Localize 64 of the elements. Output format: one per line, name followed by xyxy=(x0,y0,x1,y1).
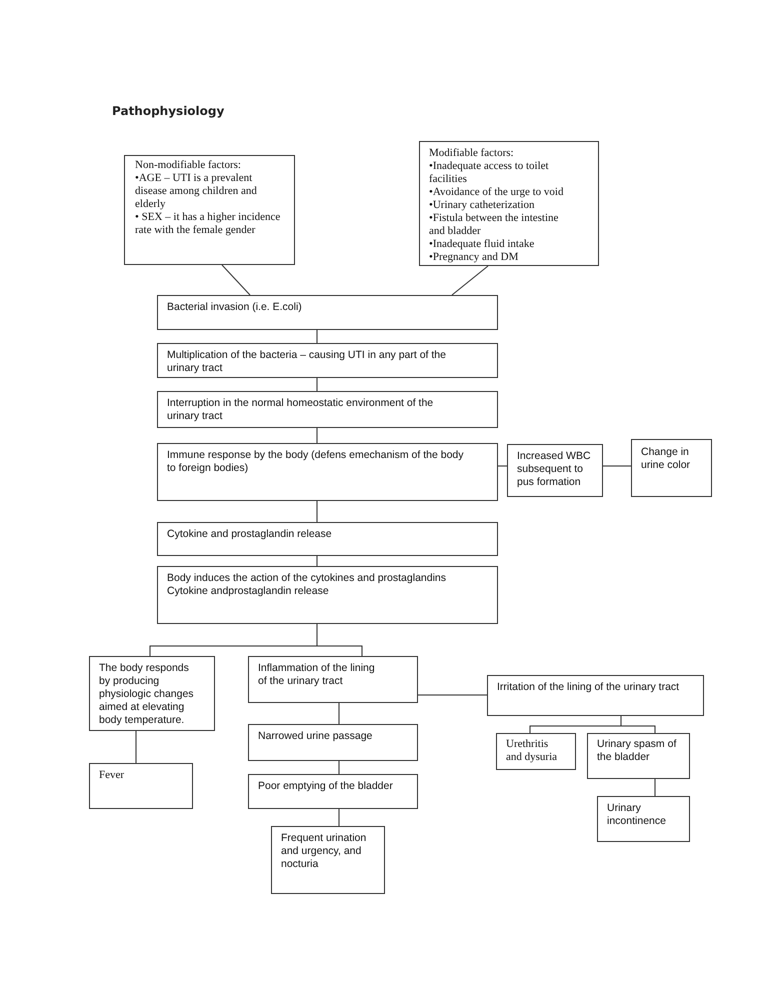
box-text: Inflammation of the lining of the urinary tract xyxy=(258,662,376,688)
list-item: •Inadequate access to toilet facilities xyxy=(429,160,550,186)
box-text: Multiplication of the bacteria – causing UTI in any part of the urinary tract xyxy=(167,349,447,375)
process-box xyxy=(157,443,498,501)
box-text: Cytokine and prostaglandin release xyxy=(167,528,333,541)
list-item: •AGE – UTI is a prevalent disease among children and elderly xyxy=(135,172,258,211)
connector-line xyxy=(316,556,318,566)
connector-line xyxy=(338,760,340,774)
process-box xyxy=(124,155,295,265)
connector-line xyxy=(316,330,318,344)
connector-line xyxy=(452,266,488,296)
process-box xyxy=(248,656,418,703)
box-text: Narrowed urine passage xyxy=(258,730,374,743)
list-item: •Urinary catheterization xyxy=(429,199,536,212)
box-heading: Modifiable factors: xyxy=(429,147,515,160)
process-box xyxy=(157,522,498,556)
list-item: • SEX – it has a higher incidence rate with the female gender xyxy=(135,211,282,237)
box-text: Interruption in the normal homeostatic environment of the urinary tract xyxy=(167,397,434,423)
process-box xyxy=(157,343,498,378)
diagram-title: Pathophysiology xyxy=(112,104,224,118)
box-text: Bacterial invasion (i.e. E.coli) xyxy=(167,301,303,314)
box-text: Body induces the action of the cytokines and prostaglandins xyxy=(167,572,448,585)
connector-line xyxy=(316,624,362,656)
connector-line xyxy=(316,378,318,392)
connector-line xyxy=(316,428,318,444)
list-item: •Pregnancy and DM xyxy=(429,251,520,264)
process-box xyxy=(487,675,704,716)
box-text: Urethritis and dysuria xyxy=(506,738,558,764)
list-item: •Fistula between the intestine and bladder xyxy=(429,212,560,238)
box-text: Urinary spasm of the bladder xyxy=(597,738,678,764)
process-box xyxy=(89,763,193,809)
box-text: The body responds by producing physiologic changes aimed at elevating body temperature. xyxy=(99,662,195,727)
connector-line xyxy=(620,716,656,734)
box-text: Fever xyxy=(99,769,126,782)
connector-line xyxy=(338,702,340,724)
process-box xyxy=(587,733,690,779)
process-box xyxy=(248,774,418,809)
process-box xyxy=(157,391,498,428)
connector-line xyxy=(316,500,318,522)
connector-line xyxy=(654,778,656,796)
list-item: •Avoidance of the urge to void xyxy=(429,186,564,199)
box-text: Change in urine color xyxy=(641,446,692,472)
box-text: Frequent urination and urgency, and nocturia xyxy=(281,832,368,871)
process-box xyxy=(157,295,498,330)
box-text: Immune response by the body (defens emechanism of the body to foreign bodies) xyxy=(167,449,465,475)
box-text: Poor emptying of the bladder xyxy=(258,780,394,793)
process-box xyxy=(89,656,215,731)
process-box xyxy=(248,724,418,761)
connector-line xyxy=(222,264,250,296)
process-box xyxy=(157,566,498,624)
list-item: •Inadequate fluid intake xyxy=(429,238,536,251)
process-box xyxy=(496,733,576,770)
box-text: Urinary incontinence xyxy=(607,802,667,828)
process-box xyxy=(597,796,690,842)
connector-line xyxy=(418,694,488,696)
process-box xyxy=(419,141,599,266)
process-box xyxy=(271,826,385,894)
box-text: Cytokine andprostaglandin release xyxy=(167,585,330,598)
process-box xyxy=(507,444,603,497)
box-heading: Non-modifiable factors: xyxy=(135,159,242,172)
process-box xyxy=(631,439,712,497)
connector-line xyxy=(338,808,340,826)
box-text: Increased WBC subsequent to pus formation xyxy=(517,450,592,489)
box-text: Irritation of the lining of the urinary tract xyxy=(497,681,680,694)
